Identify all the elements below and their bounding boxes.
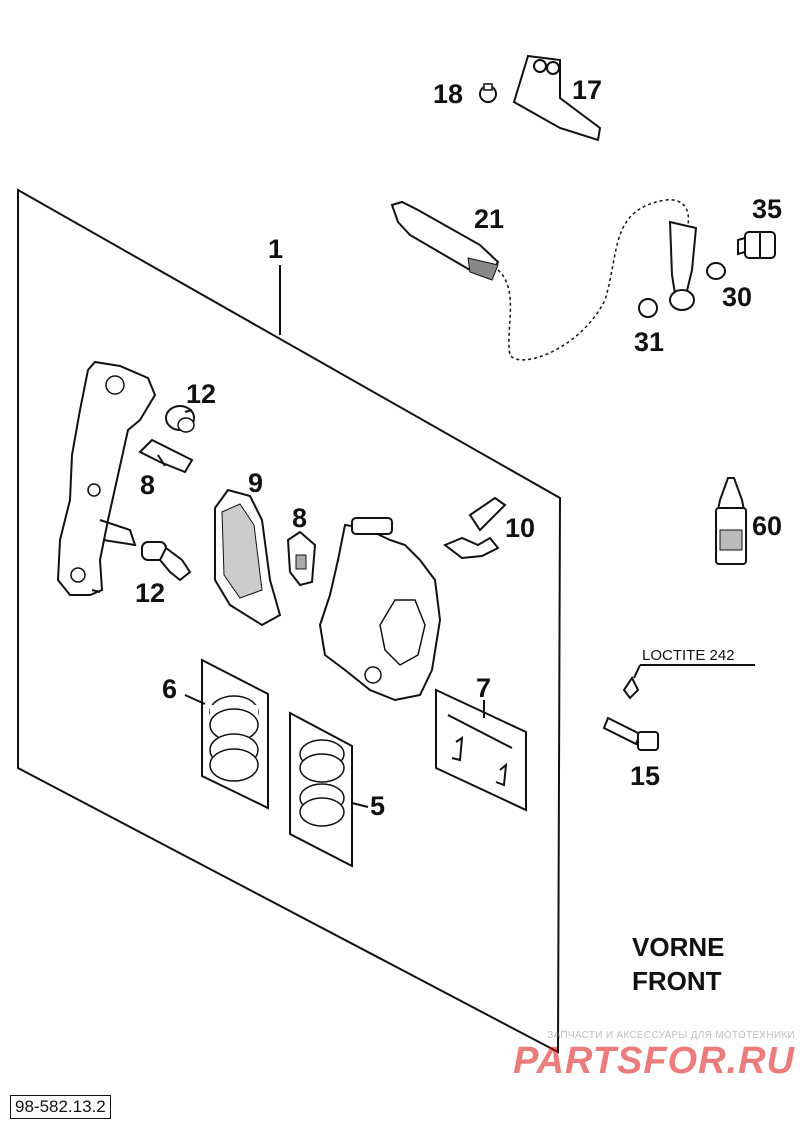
leader-12a bbox=[184, 409, 193, 413]
callout-5: 5 bbox=[370, 791, 385, 821]
callout-12b: 12 bbox=[135, 578, 165, 608]
leader-5 bbox=[351, 802, 369, 808]
callout-6: 6 bbox=[162, 674, 177, 704]
pad-pin-kit bbox=[435, 688, 527, 812]
callout-35: 35 bbox=[752, 194, 782, 224]
loctite-bottle bbox=[715, 477, 747, 565]
callout-21: 21 bbox=[474, 204, 504, 234]
pistons-kit bbox=[201, 658, 269, 810]
banjo-bolt-35 bbox=[737, 231, 776, 259]
callout-30: 30 bbox=[722, 282, 752, 312]
callout-1: 1 bbox=[268, 234, 283, 264]
loctite-droplet bbox=[622, 676, 640, 700]
assembly-panel bbox=[17, 188, 562, 1054]
loctite-drop-leader bbox=[633, 664, 641, 679]
caliper-body bbox=[318, 517, 442, 702]
pad-spring-lower bbox=[286, 530, 317, 587]
callout-8b: 8 bbox=[292, 503, 307, 533]
callout-17: 17 bbox=[572, 75, 602, 105]
callout-8a: 8 bbox=[140, 470, 155, 500]
brake-hose-line bbox=[497, 199, 690, 361]
guide-pin-lower bbox=[141, 541, 192, 582]
region-line-2: FRONT bbox=[632, 966, 722, 996]
diagram-code: 98-582.13.2 bbox=[10, 1095, 111, 1119]
piston-seals-kit bbox=[289, 711, 353, 868]
washer-31 bbox=[638, 298, 658, 318]
region-line-1: VORNE bbox=[632, 932, 725, 962]
hose-clip-17 bbox=[512, 54, 602, 142]
pad-spring-upper bbox=[138, 438, 194, 474]
caliper-bracket bbox=[56, 360, 157, 596]
watermark-subtitle: ЗАПЧАСТИ И АКСЕССУАРЫ ДЛЯ МОТОТЕХНИКИ bbox=[547, 1030, 795, 1041]
screw-15 bbox=[602, 716, 659, 751]
callout-31: 31 bbox=[634, 327, 664, 357]
leader-6 bbox=[184, 694, 206, 705]
loctite-label: LOCTITE 242 bbox=[642, 647, 735, 664]
bolt-18 bbox=[479, 83, 497, 103]
callout-7: 7 bbox=[476, 673, 491, 703]
region-label: VORNE FRONT bbox=[632, 930, 724, 998]
callout-18: 18 bbox=[433, 79, 463, 109]
washer-30 bbox=[706, 262, 726, 280]
callout-10: 10 bbox=[505, 513, 535, 543]
hose-banjo-fitting bbox=[668, 220, 698, 311]
watermark-brand: PARTSFOR.RU bbox=[513, 1040, 795, 1082]
callout-9: 9 bbox=[248, 468, 263, 498]
guide-bushing-upper bbox=[165, 405, 195, 433]
callout-12a: 12 bbox=[186, 379, 216, 409]
callout-15: 15 bbox=[630, 761, 660, 791]
watermark: ЗАПЧАСТИ И АКСЕССУАРЫ ДЛЯ МОТОТЕХНИКИ PA… bbox=[480, 1030, 795, 1081]
bleed-screw bbox=[443, 496, 507, 560]
brake-hose-sleeve bbox=[390, 200, 500, 281]
callout-60: 60 bbox=[752, 511, 782, 541]
brake-pad bbox=[214, 488, 282, 627]
